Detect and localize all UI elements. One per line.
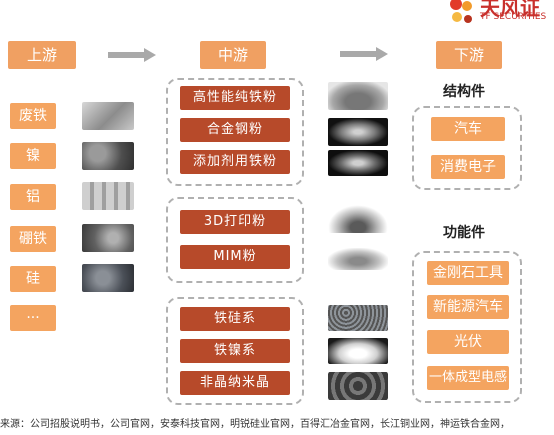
logo-mark-icon: [450, 0, 472, 23]
midstream-item-alloy-steel-powder: 合金钢粉: [180, 118, 290, 142]
photo-scrap-iron: [82, 102, 134, 130]
downstream-structural-title: 结构件: [443, 84, 485, 100]
photo-silicon: [82, 264, 134, 292]
midstream-group-soft-magnetic: [166, 297, 304, 405]
logo: 天风证 TF SECURITIES: [448, 0, 554, 26]
midstream-item-3d-printing-powder: 3D打印粉: [180, 210, 290, 234]
midstream-group-iron-powder: [166, 78, 304, 186]
arrow-mid-to-down: [340, 47, 388, 61]
upstream-item-ferroboron: 硼铁: [10, 226, 56, 252]
midstream-item-additive-iron-powder: 添加剂用铁粉: [180, 150, 290, 174]
header-midstream: 中游: [200, 41, 266, 69]
logo-cn-text: 天风证: [480, 0, 540, 20]
photo-fe-si-powder: [328, 305, 388, 331]
downstream-functional-title: 功能件: [443, 225, 485, 241]
photo-3d-printing-powder: [328, 205, 388, 233]
photo-additive-iron-powder-micrograph: [328, 150, 388, 176]
downstream-functional-group: [412, 251, 522, 403]
downstream-item-new-energy-vehicles: 新能源汽车: [427, 295, 509, 319]
midstream-item-mim-powder: MIM粉: [180, 245, 290, 269]
midstream-group-3d-mim: [166, 197, 304, 283]
header-upstream: 上游: [8, 41, 76, 69]
photo-iron-powder-pile: [328, 82, 388, 110]
midstream-item-fe-si: 铁硅系: [180, 307, 290, 331]
upstream-item-scrap-iron: 废铁: [10, 103, 56, 129]
photo-mim-powder: [328, 248, 388, 270]
downstream-item-automobile: 汽车: [431, 117, 505, 141]
downstream-item-diamond-tools: 金刚石工具: [427, 261, 509, 285]
photo-alloy-steel-powder-micrograph: [328, 118, 388, 146]
downstream-item-consumer-electronics: 消费电子: [431, 155, 505, 179]
downstream-structural-group: [412, 106, 522, 190]
photo-fe-ni-powder: [328, 338, 388, 364]
upstream-item-more: ···: [10, 305, 56, 331]
photo-nickel: [82, 142, 134, 170]
photo-aluminum: [82, 182, 134, 210]
photo-amorphous-nanocrystalline-powder: [328, 372, 388, 400]
midstream-item-fe-ni: 铁镍系: [180, 339, 290, 363]
logo-en-text: TF SECURITIES: [480, 12, 547, 22]
midstream-item-amorphous-nanocrystalline: 非晶纳米晶: [180, 371, 290, 395]
upstream-item-silicon: 硅: [10, 266, 56, 292]
midstream-item-high-purity-iron-powder: 高性能纯铁粉: [180, 86, 290, 110]
photo-ferroboron: [82, 224, 134, 252]
downstream-item-photovoltaics: 光伏: [427, 330, 509, 354]
downstream-item-integrated-inductor: 一体成型电感: [427, 366, 509, 390]
upstream-item-nickel: 镍: [10, 143, 56, 169]
upstream-item-aluminum: 铝: [10, 184, 56, 210]
header-downstream: 下游: [436, 41, 502, 69]
source-note: 来源：公司招股说明书，公司官网，安泰科技官网，明锐硅业官网，百得汇冶金官网，长江…: [0, 419, 510, 430]
arrow-up-to-mid: [108, 48, 156, 62]
